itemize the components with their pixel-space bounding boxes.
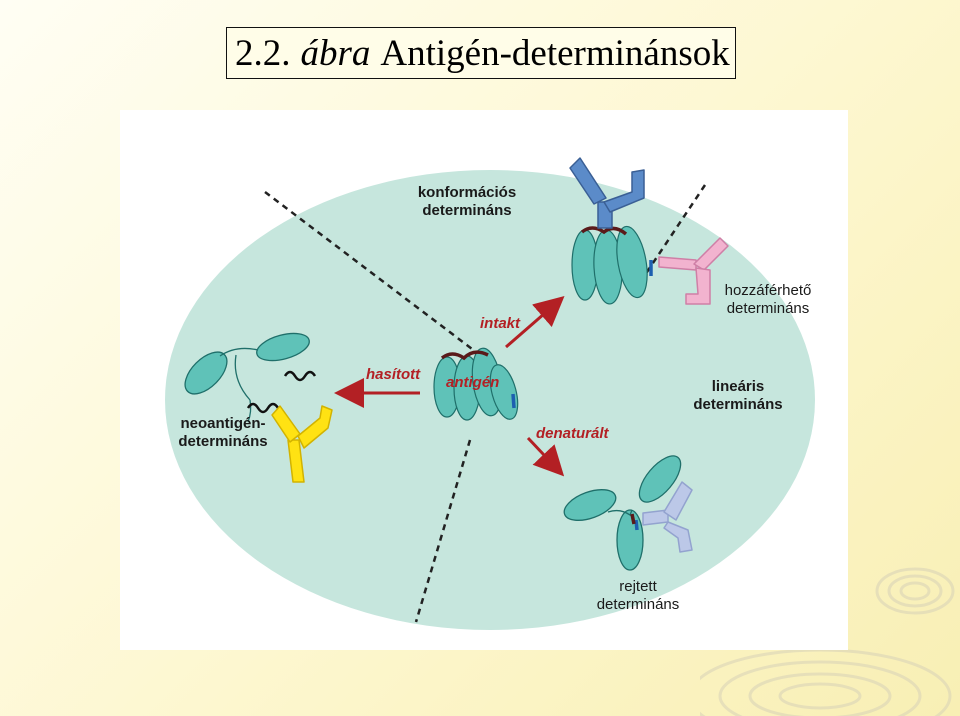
figure-title-text: Antigén-determinánsok	[380, 32, 730, 74]
label-accessible-line-1: hozzáférhető	[724, 282, 812, 299]
divider-upper-left	[264, 191, 481, 356]
label-conformational-line-1: konformációs	[417, 184, 517, 201]
center-linear-epitope	[511, 393, 516, 409]
figure-word: ábra	[300, 32, 371, 74]
label-intact: intakt	[480, 315, 521, 332]
antigen-diagram	[165, 157, 815, 630]
label-linear-line-2: determináns	[693, 396, 783, 413]
figure-number: 2.2.	[235, 32, 291, 74]
ripple-decoration	[700, 567, 955, 716]
label-linear-line-1: lineáris	[711, 378, 765, 395]
lightblue-antibody	[642, 481, 693, 553]
neoantigen-squiggle-2	[246, 402, 280, 414]
label-hidden: rejtett determináns	[588, 578, 688, 614]
label-neoantigen-line-1: neoantigén-	[180, 415, 266, 432]
divider-lower	[414, 439, 472, 623]
denatured-antigen	[563, 455, 682, 571]
label-antigen: antigén	[446, 374, 500, 391]
dashed-dividers	[264, 184, 707, 623]
neoantigen-squiggle-1	[283, 370, 317, 382]
blue-antibody	[569, 157, 645, 229]
center-conformational-epitope	[440, 350, 489, 361]
cleaved-fragments	[184, 332, 310, 423]
intact-conformational-epitope	[580, 226, 628, 236]
label-neoantigen-line-2: determináns	[178, 433, 268, 450]
hidden-linear-epitope	[634, 519, 639, 531]
label-conformational-line-2: determináns	[422, 202, 512, 219]
yellow-antibody	[271, 405, 333, 483]
diagram-panel: konformációs determináns hozzáférhető de…	[120, 110, 848, 650]
process-arrows	[334, 296, 565, 477]
denatured-epitope	[630, 513, 636, 525]
center-antigen	[433, 347, 519, 421]
pink-antibody	[658, 237, 729, 305]
label-hidden-line-1: rejtett	[619, 578, 657, 595]
slide-title: 2.2. ábra Antigén-determinánsok	[226, 27, 736, 79]
label-conformational: konformációs determináns	[402, 184, 532, 220]
label-accessible: hozzáférhető determináns	[713, 282, 823, 318]
label-linear: lineáris determináns	[686, 378, 790, 414]
label-accessible-line-2: determináns	[726, 300, 810, 317]
arrow-to-intact	[505, 296, 565, 349]
label-neoantigen: neoantigén- determináns	[168, 415, 278, 451]
label-denatured: denaturált	[536, 425, 609, 442]
label-cleaved: hasított	[366, 366, 421, 383]
intact-antigen	[571, 225, 648, 305]
label-hidden-line-2: determináns	[596, 596, 680, 613]
arrow-to-denatured	[526, 436, 565, 477]
divider-upper-right	[643, 184, 707, 276]
